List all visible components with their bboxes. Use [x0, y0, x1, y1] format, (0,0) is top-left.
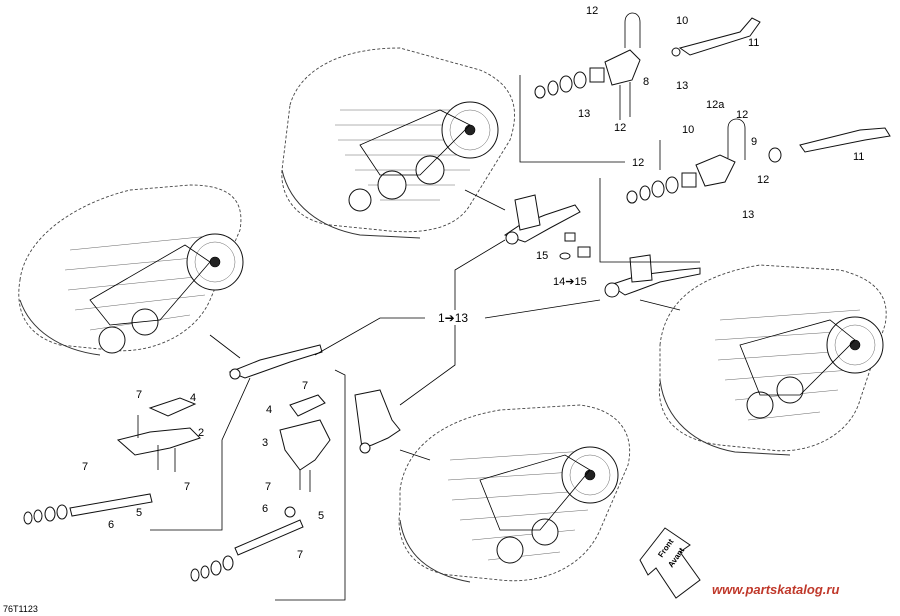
callout-11: 11: [748, 37, 759, 49]
callout-13: 13: [578, 108, 590, 120]
callout-12: 12: [586, 5, 598, 17]
callout-10: 10: [682, 124, 694, 136]
track-unit-front-right: [658, 264, 887, 456]
callout-7: 7: [82, 461, 88, 473]
callout-15: 15: [536, 250, 548, 262]
callout-5: 5: [318, 510, 324, 522]
callout-10: 10: [676, 15, 688, 27]
callout-4: 4: [190, 392, 196, 404]
callout-7: 7: [302, 380, 308, 392]
upper-right-exploded-view: [519, 12, 891, 263]
callout-5: 5: [136, 507, 142, 519]
callout-13: 13: [676, 80, 688, 92]
callout-7: 7: [136, 389, 142, 401]
track-unit-rear-left: [18, 184, 244, 356]
callout-14-15: 14➔15: [553, 276, 587, 288]
callout-7: 7: [265, 481, 271, 493]
center-assembly: [209, 189, 701, 461]
track-unit-rear-right: [398, 404, 631, 583]
track-unit-front-left: [281, 47, 515, 239]
callout-12: 12: [632, 157, 644, 169]
front-direction-arrow: [639, 527, 701, 599]
callout-8: 8: [643, 76, 649, 88]
center-label-1-13: 1➔13: [438, 311, 468, 325]
callout-9: 9: [751, 136, 757, 148]
callout-2: 2: [198, 427, 204, 439]
callout-7: 7: [184, 481, 190, 493]
callout-12: 12: [736, 109, 748, 121]
callout-6: 6: [262, 503, 268, 515]
callout-4: 4: [266, 404, 272, 416]
watermark: www.partskatalog.ru: [712, 582, 839, 597]
callout-6: 6: [108, 519, 114, 531]
callout-12a: 12a: [706, 99, 725, 111]
callout-11: 11: [853, 151, 864, 163]
figure-code: 76T1123: [3, 604, 38, 614]
left-exploded-view: [23, 369, 346, 601]
callout-12: 12: [757, 174, 769, 186]
callout-3: 3: [262, 437, 268, 449]
callout-7: 7: [297, 549, 303, 561]
callout-13: 13: [742, 209, 754, 221]
callout-12: 12: [614, 122, 626, 134]
